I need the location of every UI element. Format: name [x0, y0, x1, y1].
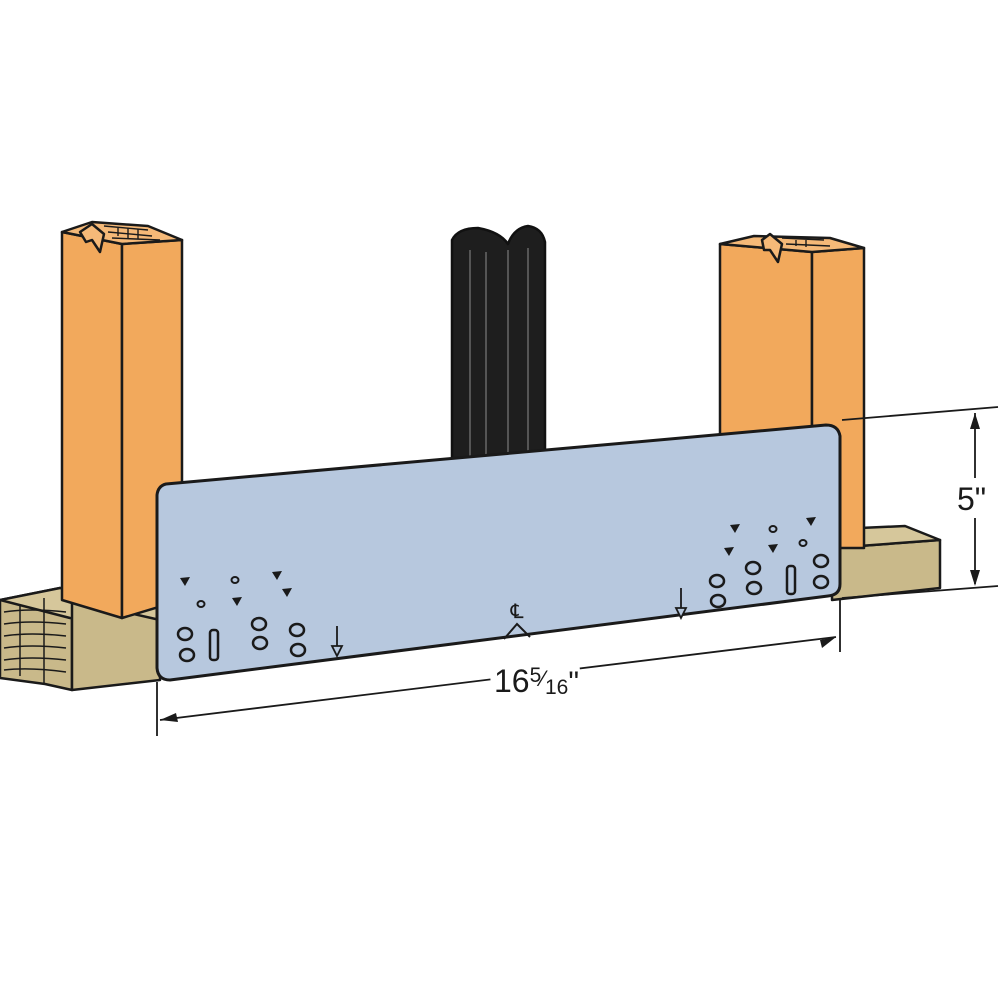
slot-hole [208, 628, 220, 662]
left-stud-notch [78, 222, 106, 254]
left-stud-grain [103, 225, 161, 241]
width-dimension-label: 165⁄16" [494, 663, 579, 699]
triangle-hole [272, 571, 282, 580]
width-unit: " [568, 666, 579, 699]
round-hole [178, 647, 196, 663]
small-hole [768, 525, 778, 533]
right-stud-notch [760, 232, 784, 264]
sill-grain [3, 598, 67, 684]
arrowhead-left [160, 713, 178, 722]
slot-hole [785, 564, 797, 596]
extension-line-top [841, 406, 999, 421]
height-unit: " [975, 481, 986, 517]
round-hole [745, 580, 763, 596]
triangle-hole [180, 577, 190, 586]
extension-line-bottom [841, 585, 999, 599]
height-label-bg [955, 478, 997, 518]
width-numerator: 5 [530, 664, 542, 687]
right-round-holes [708, 553, 830, 609]
left-small-holes [196, 576, 240, 608]
right-small-holes [768, 525, 808, 547]
triangle-hole [282, 588, 292, 597]
down-arrow-icon [330, 626, 344, 659]
width-whole: 16 [494, 663, 530, 699]
anchor-rod [450, 224, 547, 462]
round-hole [289, 642, 307, 658]
plate-body [155, 423, 842, 682]
triangle-hole [730, 524, 740, 533]
triangle-hole [806, 517, 816, 526]
round-hole [744, 560, 762, 576]
centerline-label: ℄ [510, 601, 524, 623]
small-hole [196, 600, 206, 608]
width-denominator: 16 [545, 676, 568, 699]
arrowhead-top [970, 413, 980, 429]
down-arrow-icon [674, 588, 688, 621]
connector-plate: ℄ [155, 423, 842, 682]
round-hole [812, 553, 830, 569]
left-triangle-holes [180, 571, 292, 606]
centerline-icon: ℄ [503, 601, 531, 640]
arrowhead-right [820, 637, 836, 648]
triangle-hole [724, 547, 734, 556]
small-hole [798, 539, 808, 547]
right-triangle-holes [724, 517, 816, 556]
dimension-label-bg [487, 644, 583, 702]
triangle-hole [768, 544, 778, 553]
height-dimension-label: 5" [957, 481, 986, 517]
round-hole [812, 574, 830, 590]
round-hole [708, 573, 726, 589]
round-hole [288, 622, 306, 638]
left-round-holes [176, 616, 307, 663]
round-hole [176, 626, 194, 642]
small-hole [230, 576, 240, 584]
triangle-hole [232, 597, 242, 606]
width-dimension: 165⁄16" [156, 600, 841, 736]
round-hole [709, 593, 727, 609]
anchor-rod-ribs [469, 248, 529, 458]
height-value: 5 [957, 481, 975, 517]
right-stud-grain [781, 237, 831, 247]
height-dimension: 5" [841, 406, 999, 599]
anchor-rod-body [450, 224, 547, 462]
arrowhead-bottom [970, 570, 980, 586]
round-hole [251, 635, 269, 651]
left-stud-front [60, 230, 124, 620]
round-hole [250, 616, 268, 632]
